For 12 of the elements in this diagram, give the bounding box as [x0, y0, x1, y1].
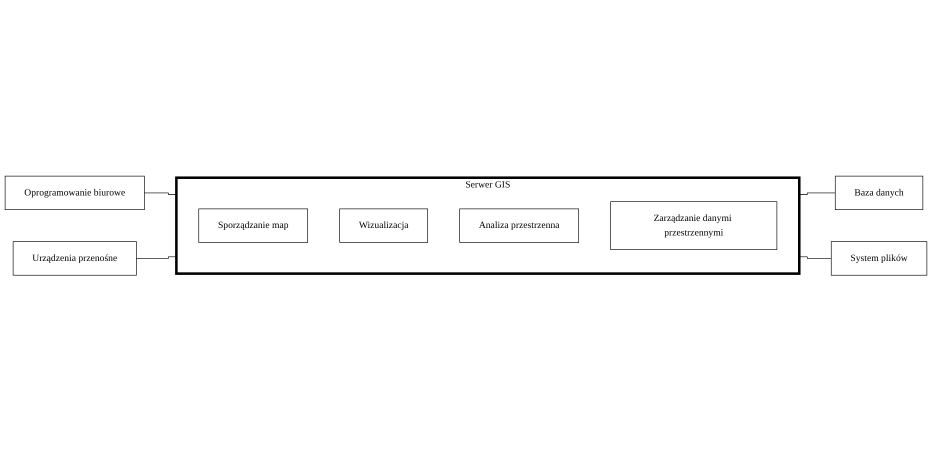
- connector: [798, 192, 836, 196]
- node-box: Zarządzanie danymi przestrzennymi: [610, 202, 778, 250]
- connector: [798, 256, 832, 260]
- connector: [136, 256, 177, 260]
- node-box: Wizualizacja: [339, 208, 428, 244]
- node-box: Oprogramowanie biurowe: [4, 176, 145, 210]
- node-box: Urządzenia przenośne: [12, 242, 137, 276]
- node-box: Sporządzanie map: [198, 208, 308, 244]
- node-box: Baza danych: [834, 176, 924, 210]
- node-box: Analiza przestrzenna: [459, 208, 580, 244]
- connector: [144, 192, 177, 196]
- node-box: System plików: [830, 242, 928, 276]
